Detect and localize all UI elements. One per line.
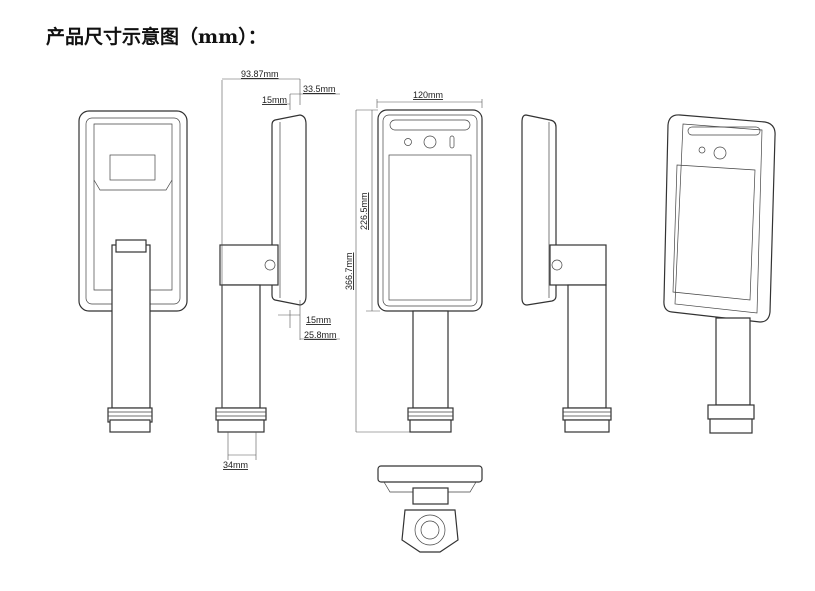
dim-panel-depth: 33.5mm <box>303 84 336 94</box>
dim-pole-diameter: 34mm <box>223 460 248 470</box>
dim-total-depth: 93.87mm <box>241 69 279 79</box>
page-title: 产品尺寸示意图（mm）： <box>46 26 267 48</box>
dim-panel-height: 226.5mm <box>359 192 369 230</box>
dim-bottom-depth: 25.8mm <box>304 330 337 340</box>
dim-top-edge: 15mm <box>262 95 287 105</box>
top-view <box>377 465 483 553</box>
dim-bottom-edge: 15mm <box>306 315 331 325</box>
back-view <box>78 110 188 433</box>
dim-total-height: 366.7mm <box>344 252 354 290</box>
front-view <box>355 99 483 433</box>
perspective-view <box>663 114 776 434</box>
dim-panel-width: 120mm <box>413 90 443 100</box>
side-view-left <box>215 78 340 460</box>
side-view-right <box>521 114 612 433</box>
